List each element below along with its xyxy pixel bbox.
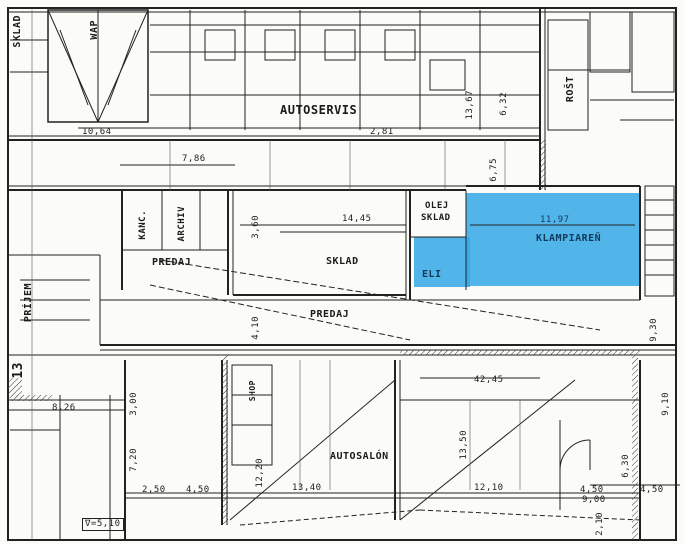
dim-42-45: 42,45 [474,375,504,385]
room-predaj-main: PREDAJ [310,309,350,320]
room-klampiaren: KLAMPIAREŇ [536,233,602,244]
room-olej-label-1: OLEJ [425,201,449,211]
dim-13-67: 13,67 [465,90,475,120]
section-marker: 13 [11,362,26,379]
dim-6-30: 6,30 [621,454,631,478]
dim-10-64: 10,64 [82,127,112,137]
dim-2-50: 2,50 [142,485,166,495]
room-autoservis: AUTOSERVIS [280,103,358,117]
room-prijem: PRÍJEM [23,283,34,323]
dim-7-20: 7,20 [129,448,139,472]
dim-3-60: 3,60 [251,215,261,239]
dim-6-75: 6,75 [489,158,499,182]
dim-9-30: 9,30 [649,318,659,342]
dim-13-50: 13,50 [459,430,469,460]
dim-11-97: 11,97 [540,215,570,225]
room-autosalon: AUTOSALÓN [330,451,389,462]
dim-4-10: 4,10 [251,316,261,340]
dim-13-40: 13,40 [292,483,322,493]
grid-lines [31,10,521,540]
dim-14-45: 14,45 [342,214,372,224]
room-sklad-main: SKLAD [326,256,359,267]
dim-2-81: 2,81 [370,127,394,137]
room-sklad-left: SKLAD [12,15,23,48]
dim-2-10: 2,10 [595,512,605,536]
room-olej-label-2: SKLAD [421,213,451,223]
dim-12-10: 12,10 [474,483,504,493]
room-archiv: ARCHIV [177,206,187,242]
room-shop: SHOP [248,380,257,402]
room-rost: ROŠT [565,76,576,103]
dim-9-10: 9,10 [661,392,671,416]
dim-9-00: 9,00 [582,495,606,505]
level-marker: ∇=5,10 [82,518,124,531]
dim-4-50-a: 4,50 [186,485,210,495]
dim-4-50-c: 4,50 [640,485,664,495]
room-predaj-small: PREDAJ [152,257,192,268]
dim-6-32: 6,32 [499,92,509,116]
klampiaren-highlight [414,193,640,287]
room-wap: WAP [89,20,100,40]
room-kanc: KANC. [138,210,148,240]
dim-12-20: 12,20 [255,458,265,488]
dim-3-00: 3,00 [129,392,139,416]
dim-8-26: 8,26 [52,403,76,413]
dim-4-50-b: 4,50 [580,485,604,495]
room-eli: ELI [422,269,442,280]
dim-7-86: 7,86 [182,154,206,164]
